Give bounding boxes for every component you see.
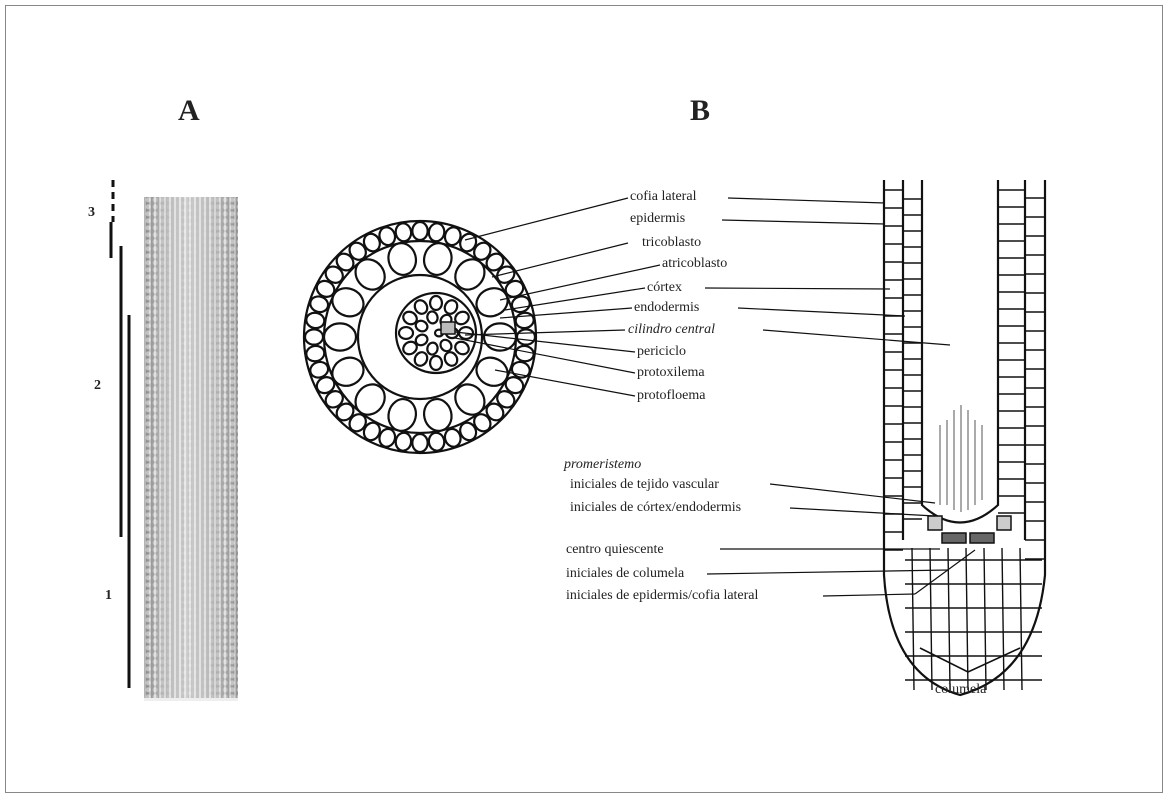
- label-protofloema: protofloema: [637, 389, 705, 403]
- zone-bars: [111, 180, 129, 688]
- label-periciclo: periciclo: [637, 345, 686, 359]
- label-endodermis: endodermis: [634, 301, 699, 315]
- label-columela: columela: [935, 683, 986, 697]
- label-tricoblasto: tricoblasto: [642, 236, 701, 250]
- label-cilindro-central: cilindro central: [628, 323, 715, 337]
- label-cofia-lateral: cofia lateral: [630, 190, 696, 204]
- label-promeristemo: promeristemo: [564, 458, 641, 472]
- label-atricoblasto: atricoblasto: [662, 257, 727, 271]
- label-cortex: córtex: [647, 281, 682, 295]
- label-iniciales-vascular: iniciales de tejido vascular: [570, 478, 719, 492]
- label-centro-quiescente: centro quiescente: [566, 543, 664, 557]
- label-iniciales-columela: iniciales de columela: [566, 567, 684, 581]
- label-iniciales-cortex-endodermis: iniciales de córtex/endodermis: [570, 501, 741, 515]
- label-protoxilema: protoxilema: [637, 366, 705, 380]
- longitudinal-section: [884, 180, 1045, 695]
- label-iniciales-epidermis-cofia: iniciales de epidermis/cofia lateral: [566, 589, 758, 603]
- label-epidermis: epidermis: [630, 212, 685, 226]
